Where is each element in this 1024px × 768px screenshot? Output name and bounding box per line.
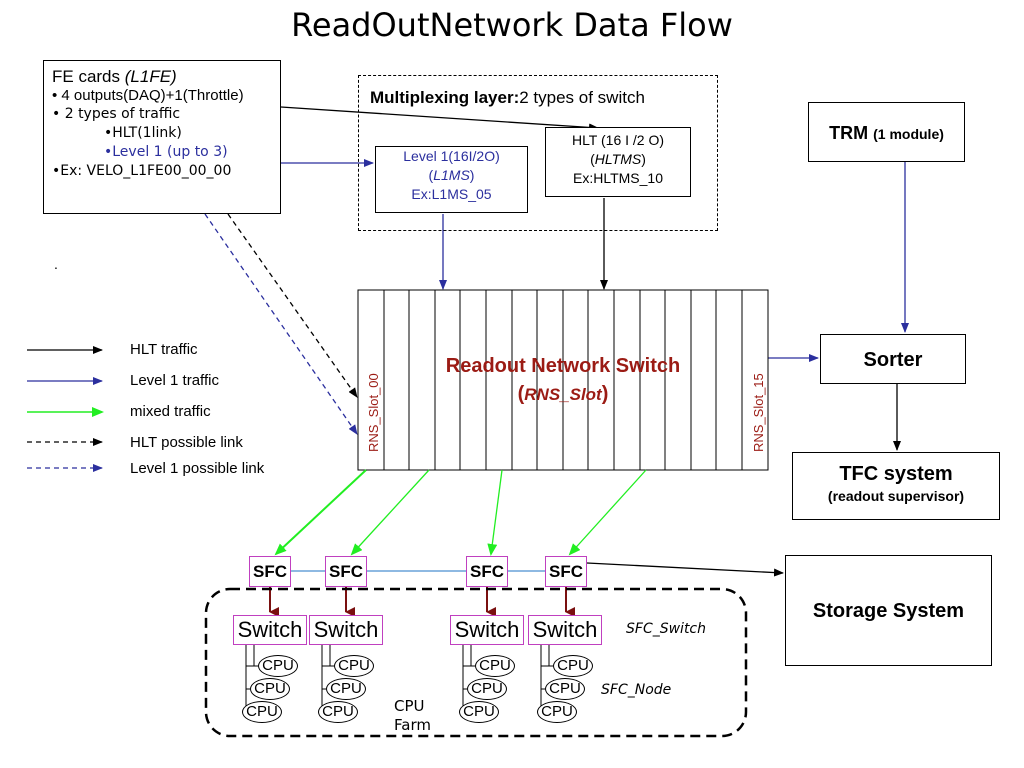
- cpu-node: CPU: [258, 655, 298, 677]
- rns-slot-first-label: RNS_Slot_00: [366, 373, 381, 452]
- cpu-farm-label: CPU Farm: [394, 697, 431, 734]
- sfc-switch-2: Switch: [309, 615, 383, 645]
- cpu-node: CPU: [537, 701, 577, 723]
- cpu-node: CPU: [326, 678, 366, 700]
- cpu-node: CPU: [475, 655, 515, 677]
- fe-bullet-outputs: • 4 outputs(DAQ)+1(Throttle): [52, 87, 244, 104]
- fe-hlt-possible-link: [227, 213, 358, 398]
- fe-sub-hlt: •HLT(1link): [104, 125, 182, 141]
- storage-system-box: Storage System: [785, 555, 992, 666]
- sfc-to-storage-link: [586, 562, 784, 577]
- cpu-node: CPU: [545, 678, 585, 700]
- tfc-system-box: TFC system (readout supervisor): [792, 452, 1000, 520]
- sfc-node-1: SFC: [249, 556, 291, 587]
- l1ms-box: Level 1(16I/2O) (L1MS) Ex:L1MS_05: [375, 146, 528, 213]
- readout-switch-label: Readout Network Switch (RNS_Slot): [445, 355, 681, 405]
- fe-cards-title: FE cards (L1FE): [52, 67, 177, 86]
- sfc-switch-4: Switch: [528, 615, 602, 645]
- fe-level1-possible-link: [204, 213, 358, 435]
- stray-dot: .: [54, 256, 58, 272]
- sorter-box: Sorter: [820, 334, 966, 384]
- mixed-link-2: [350, 469, 430, 556]
- trm-box: TRM (1 module): [808, 102, 965, 162]
- cpu-node: CPU: [553, 655, 593, 677]
- sfc-node-annotation: SFC_Node: [601, 682, 672, 698]
- rns-slot-last-label: RNS_Slot_15: [751, 373, 766, 452]
- cpu-node: CPU: [318, 701, 358, 723]
- sfc-switch-1: Switch: [233, 615, 307, 645]
- mixed-link-1: [274, 469, 367, 556]
- cpu-node: CPU: [242, 701, 282, 723]
- multiplexing-layer-frame: [358, 75, 718, 231]
- fe-example: •Ex: VELO_L1FE00_00_00: [52, 163, 232, 179]
- legend-hlt-possible-link: HLT possible link: [130, 434, 243, 451]
- sfc-node-4: SFC: [545, 556, 587, 587]
- fe-cards-box: FE cards (L1FE) • 4 outputs(DAQ)+1(Throt…: [43, 60, 281, 214]
- cpu-node: CPU: [334, 655, 374, 677]
- legend-lines: [27, 346, 104, 472]
- fe-bullet-traffic: • 2 types of traffic: [52, 106, 181, 122]
- diagram-title: ReadOutNetwork Data Flow: [291, 6, 733, 44]
- mixed-link-4: [568, 469, 647, 556]
- mixed-link-3: [487, 469, 503, 556]
- legend-level1-traffic: Level 1 traffic: [130, 372, 219, 389]
- multiplexing-layer-label: Multiplexing layer:2 types of switch: [370, 88, 645, 107]
- legend-level1-possible-link: Level 1 possible link: [130, 460, 265, 477]
- legend-mixed-traffic: mixed traffic: [130, 403, 211, 420]
- legend-hlt-traffic: HLT traffic: [130, 341, 198, 358]
- fe-sub-level1: •Level 1 (up to 3): [104, 144, 228, 160]
- cpu-node: CPU: [459, 701, 499, 723]
- sfc-node-2: SFC: [325, 556, 367, 587]
- cpu-farm-boundary: [204, 587, 748, 738]
- sfc-node-3: SFC: [466, 556, 508, 587]
- sfc-switch-3: Switch: [450, 615, 524, 645]
- fe-to-hltms-link: [280, 106, 599, 132]
- sfc-switch-annotation: SFC_Switch: [626, 621, 707, 637]
- cpu-node: CPU: [250, 678, 290, 700]
- readout-switch-slots: [383, 290, 743, 470]
- cpu-node: CPU: [467, 678, 507, 700]
- hltms-box: HLT (16 I /2 O) (HLTMS) Ex:HLTMS_10: [545, 127, 691, 197]
